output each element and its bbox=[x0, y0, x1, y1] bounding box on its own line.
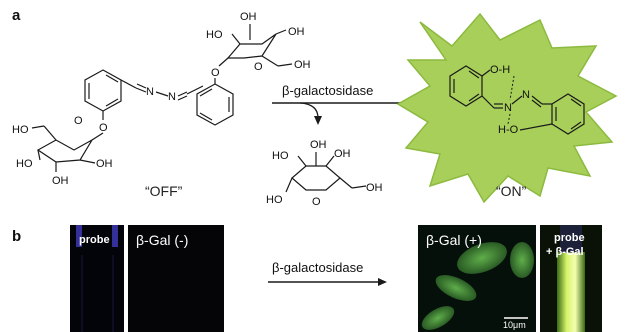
panel-b-arrow-label: β-galactosidase bbox=[272, 260, 363, 275]
atom-ho-free-1: HO bbox=[272, 150, 289, 162]
cell-1 bbox=[457, 242, 507, 274]
azine-linker: N N bbox=[120, 79, 204, 103]
atom-o-ether-right: O bbox=[211, 67, 220, 79]
pos-vial-glow bbox=[557, 252, 585, 332]
atom-oh-left-4: OH bbox=[96, 158, 113, 170]
probe-vial-label: probe bbox=[79, 234, 110, 246]
atom-o-ring-top: O bbox=[254, 61, 263, 73]
pos-vial-label-2: + β-Gal bbox=[546, 246, 584, 258]
atom-n-2: N bbox=[168, 91, 176, 103]
cell-3 bbox=[510, 242, 534, 278]
atom-h-o-product: H-O bbox=[498, 124, 519, 136]
atom-ho-free-4: HO bbox=[266, 194, 283, 206]
release-arrow bbox=[299, 102, 319, 119]
panel-b-arrow-head bbox=[378, 278, 387, 286]
atom-n-1: N bbox=[146, 86, 154, 98]
atom-o-ether-left: O bbox=[99, 122, 108, 134]
top-galactose-ring: O HO OH OH OH bbox=[206, 11, 311, 73]
off-state-label: “OFF” bbox=[145, 183, 183, 199]
left-galactose-ring: O HO HO OH OH bbox=[12, 115, 113, 187]
pos-vial-cap bbox=[560, 225, 582, 253]
atom-o-free-ring: O bbox=[312, 196, 321, 208]
atom-oh-free-5: OH bbox=[366, 182, 383, 194]
cell-2 bbox=[435, 275, 477, 301]
product-hydrazone: O-H N N H-O bbox=[449, 64, 585, 136]
right-phenyl-ring bbox=[196, 83, 234, 126]
pos-vial-label-1: probe bbox=[554, 232, 585, 244]
atom-oh-left-3: OH bbox=[52, 175, 69, 187]
pos-cell-label: β-Gal (+) bbox=[426, 232, 482, 248]
release-arrow-head bbox=[314, 116, 322, 125]
atom-ho-top-1: HO bbox=[206, 29, 223, 41]
atom-o-ring-left: O bbox=[74, 115, 83, 127]
atom-ho-left-1: HO bbox=[12, 124, 29, 136]
neg-cell-image bbox=[128, 225, 224, 332]
neg-cell-label: β-Gal (-) bbox=[136, 232, 188, 248]
atom-oh-top-4: OH bbox=[294, 59, 311, 71]
scale-bar-label: 10μm bbox=[503, 320, 526, 330]
atom-oh-free-2: OH bbox=[310, 139, 327, 151]
panel-a-letter: a bbox=[12, 7, 21, 24]
left-phenyl-ring bbox=[84, 69, 122, 112]
fluorescence-burst bbox=[396, 12, 618, 204]
cell-4 bbox=[421, 306, 455, 330]
atom-oh-top-3: OH bbox=[288, 26, 305, 38]
on-state-label: “ON” bbox=[496, 183, 527, 199]
released-galactose: HO OH OH HO O OH bbox=[266, 139, 383, 208]
atom-oh-free-3: OH bbox=[334, 148, 351, 160]
atom-o-h-product: O-H bbox=[490, 64, 510, 76]
reaction-arrow-label: β-galactosidase bbox=[282, 83, 373, 98]
atom-n-product-2: N bbox=[522, 89, 530, 101]
probe-vial-glint-left bbox=[76, 225, 82, 247]
atom-oh-top-2: OH bbox=[240, 11, 257, 23]
atom-n-product-1: N bbox=[504, 102, 512, 114]
atom-ho-left-2: HO bbox=[16, 158, 33, 170]
panel-b-letter: b bbox=[12, 228, 21, 245]
probe-vial-glint-right bbox=[112, 225, 118, 247]
